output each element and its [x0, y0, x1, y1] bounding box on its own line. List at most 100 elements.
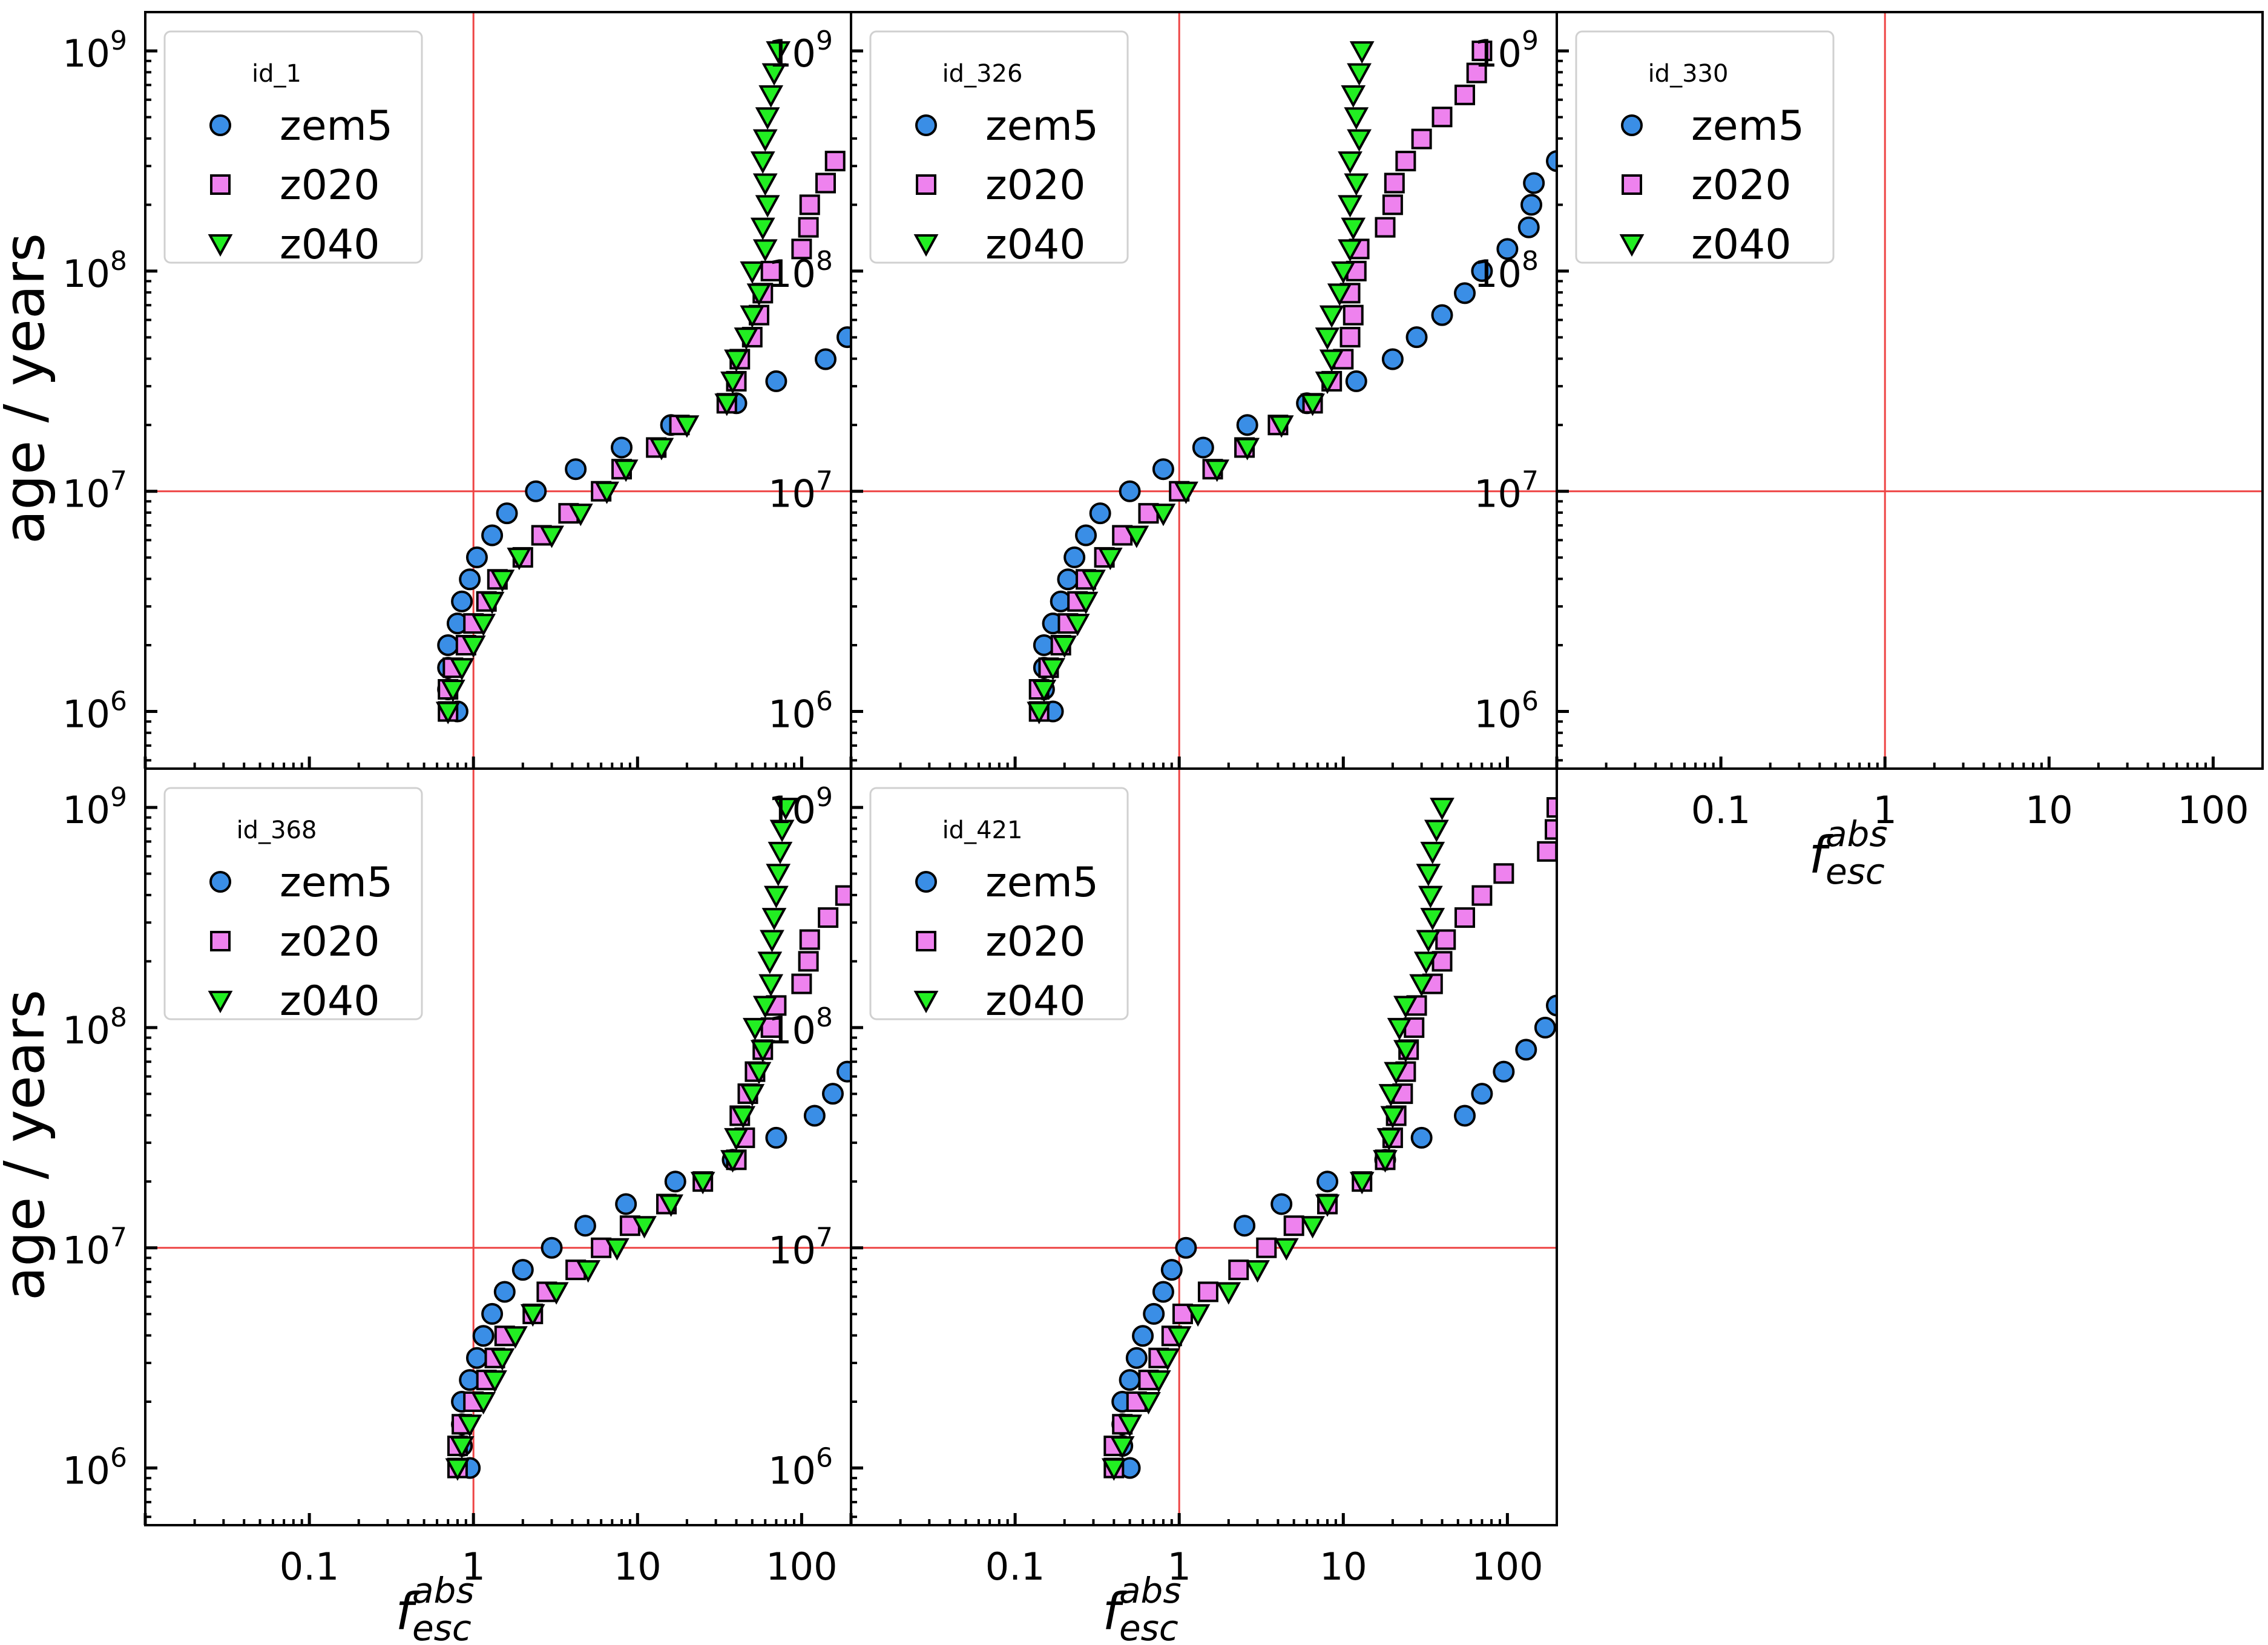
point-z040 [1146, 1370, 1171, 1393]
point-zem5 [1523, 172, 1545, 194]
data-points [1027, 41, 1557, 724]
point-z040 [449, 1436, 475, 1459]
x-axis-title-superscript: abs [1826, 813, 1888, 855]
x-tick-label: 100 [1471, 1545, 1543, 1589]
point-zem5 [1075, 524, 1097, 547]
point-z040 [1124, 525, 1149, 548]
point-z040 [724, 1128, 749, 1151]
point-z040 [1349, 1172, 1375, 1195]
point-z040 [766, 864, 791, 887]
legend-marker-zem5 [1621, 114, 1643, 136]
point-zem5 [465, 546, 488, 568]
point-z020 [799, 929, 820, 950]
legend-title: id_1 [252, 60, 301, 88]
x-axis-title-superscript: abs [1119, 1570, 1182, 1611]
point-zem5 [1132, 1325, 1154, 1347]
point-z040 [731, 1106, 756, 1129]
y-axis-title-top: age / years [0, 233, 57, 544]
point-zem5 [1517, 216, 1540, 238]
point-z020 [791, 238, 812, 260]
point-z040 [1101, 1458, 1126, 1481]
legend-marker-zem5 [209, 871, 231, 893]
point-z040 [1380, 1106, 1405, 1129]
legend-marker-z040 [913, 234, 939, 257]
legend-marker-z020 [916, 174, 936, 195]
legend-marker-zem5 [915, 871, 937, 893]
point-zem5 [1063, 546, 1086, 568]
point-zem5 [481, 524, 504, 547]
point-zem5 [481, 1302, 504, 1325]
x-tick-label: 0.1 [280, 1545, 340, 1589]
point-z040 [445, 1458, 470, 1481]
point-z040 [457, 1414, 482, 1437]
point-z040 [461, 635, 486, 658]
legend-box [1575, 30, 1835, 264]
point-z040 [1205, 459, 1230, 482]
point-z040 [752, 173, 778, 196]
point-zem5 [1493, 1060, 1515, 1083]
point-z040 [539, 525, 564, 548]
point-z040 [766, 41, 791, 64]
point-z040 [1235, 438, 1260, 461]
point-z040 [1420, 908, 1445, 931]
x-tick-label: 100 [2177, 788, 2249, 832]
legend-label-z040: z040 [1691, 221, 1791, 269]
point-z040 [503, 1326, 528, 1349]
y-tick-label: 108 [768, 1002, 833, 1052]
point-zem5 [1515, 1039, 1537, 1061]
legend-label-z020: z020 [985, 918, 1085, 966]
legend-title: id_421 [942, 816, 1023, 844]
point-zem5 [1270, 1193, 1293, 1215]
point-zem5 [1057, 568, 1079, 591]
point-zem5 [1119, 480, 1141, 502]
point-zem5 [1089, 502, 1111, 525]
point-z020 [799, 194, 820, 215]
point-z040 [1040, 658, 1065, 681]
point-z020 [791, 973, 812, 994]
point-zem5 [1454, 282, 1476, 304]
point-z040 [1300, 1216, 1325, 1239]
y-tick-label: 107 [768, 466, 833, 516]
point-z040 [758, 974, 784, 997]
point-z020 [1466, 62, 1487, 84]
y-tick-label: 108 [1474, 246, 1539, 296]
point-z040 [520, 1304, 545, 1327]
point-zem5 [815, 348, 837, 370]
point-z040 [1155, 1348, 1180, 1371]
point-z040 [1349, 41, 1375, 64]
point-z040 [482, 1370, 507, 1393]
point-z040 [752, 996, 778, 1019]
y-tick-label: 107 [62, 466, 127, 516]
legend-label-z020: z020 [1691, 162, 1791, 209]
x-tick-label: 0.1 [1691, 788, 1751, 832]
point-zem5 [1546, 994, 1557, 1017]
point-zem5 [611, 436, 633, 459]
point-zem5 [437, 634, 459, 657]
point-z040 [760, 930, 784, 953]
point-z040 [740, 261, 765, 284]
legend-label-z020: z020 [280, 162, 380, 209]
point-z040 [507, 547, 532, 571]
point-z040 [1373, 1150, 1398, 1173]
point-z040 [734, 327, 759, 350]
point-z040 [1274, 1238, 1299, 1261]
point-z040 [1344, 173, 1369, 196]
point-z040 [1300, 393, 1325, 416]
point-z040 [490, 570, 515, 593]
point-z020 [1547, 797, 1557, 818]
point-z040 [659, 1194, 684, 1217]
legend-label-z040: z040 [985, 977, 1085, 1025]
point-z040 [1327, 283, 1352, 306]
point-zem5 [1152, 1281, 1174, 1303]
point-z040 [1347, 63, 1372, 86]
point-z040 [1420, 841, 1445, 864]
point-zem5 [493, 1281, 516, 1303]
point-z040 [1117, 1414, 1142, 1437]
x-axis-title-col3: f abs esc [1809, 813, 1887, 892]
point-z040 [1081, 570, 1106, 593]
x-axis-title-col2: f abs esc [1102, 1570, 1181, 1645]
y-tick-label: 106 [62, 1443, 127, 1493]
point-z040 [1073, 591, 1099, 614]
